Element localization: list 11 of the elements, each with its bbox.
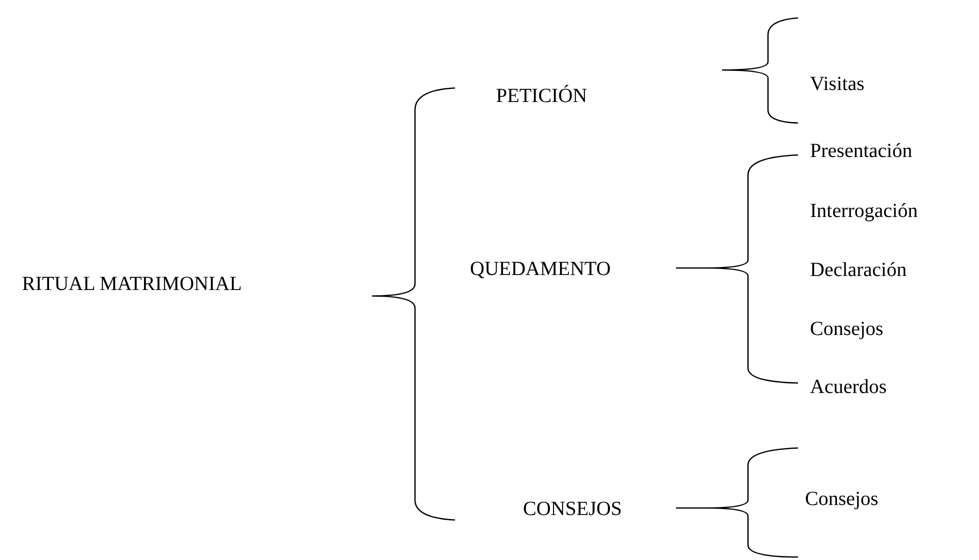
branch-label: Consejos [810,317,884,341]
branch-label: PETICIÓN [496,84,588,108]
branch-label: Interrogación [810,199,918,223]
branch-label: CONSEJOS [523,497,622,521]
branch-label: Acuerdos [810,375,887,399]
branch-label: RITUAL MATRIMONIAL [22,272,242,296]
branch-label: Presentación [810,139,912,163]
branch-label: Consejos [805,487,878,511]
branch-label: Declaración [810,258,907,282]
branch-label: Visitas [810,72,864,96]
branch-label: QUEDAMENTO [470,257,611,281]
